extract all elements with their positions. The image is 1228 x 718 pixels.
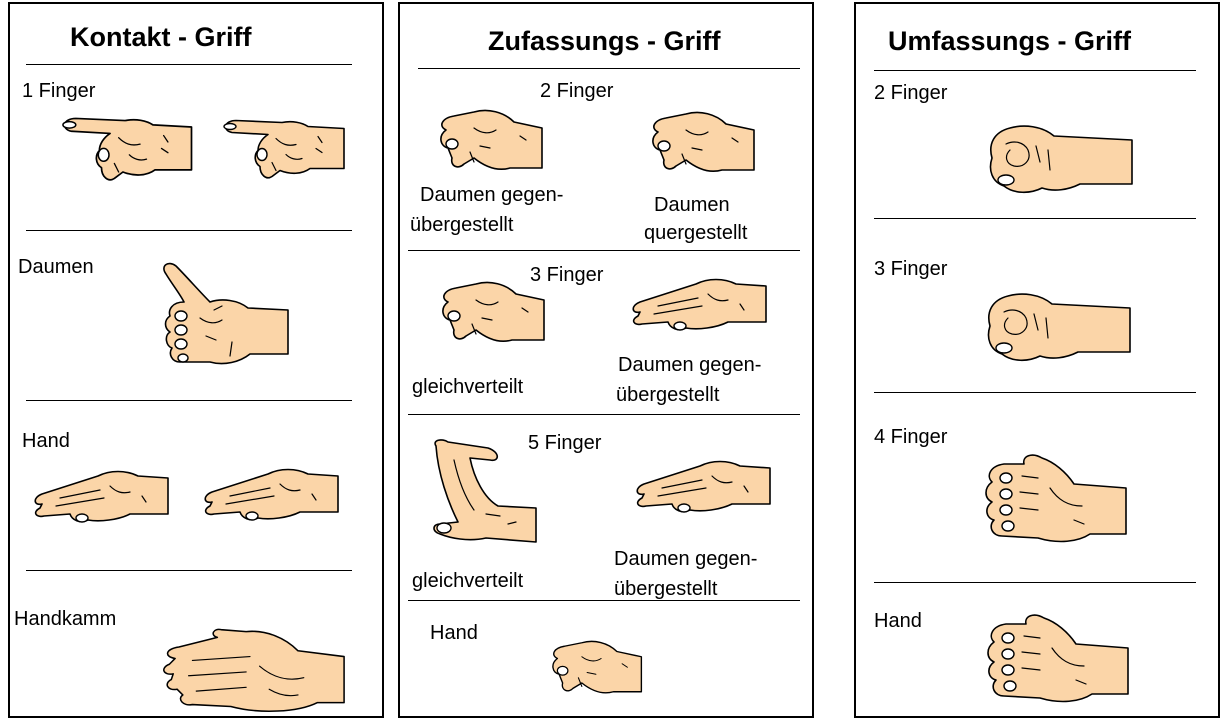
open-grip-hand-icon: [428, 438, 538, 548]
divider: [408, 250, 800, 251]
flat-hand-icon: [628, 276, 768, 336]
section-label-2-finger: 2 Finger: [540, 80, 613, 102]
flat-hand-icon: [30, 468, 170, 528]
divider: [26, 230, 352, 231]
pinch-hand-icon: [436, 274, 546, 354]
section-label-handkamm: Handkamm: [14, 608, 116, 630]
section-label-5-finger: 5 Finger: [528, 432, 601, 454]
divider: [874, 218, 1196, 219]
divider: [874, 582, 1196, 583]
fist-hand-icon: [980, 608, 1130, 708]
panel-umfassungs-griff: Umfassungs - Griff 2 Finger 3 Finger 4 F…: [854, 2, 1220, 718]
caption-daumen-gegenuebergestellt: Daumen gegen-: [618, 354, 761, 376]
caption-gleichverteilt: gleichverteilt: [412, 570, 523, 592]
thumbs-up-hand-icon: [150, 262, 290, 372]
section-label-hand: Hand: [430, 622, 478, 644]
hand-edge-icon: [150, 622, 350, 718]
divider: [26, 400, 352, 401]
section-label-4-finger: 4 Finger: [874, 426, 947, 448]
caption-daumen-gegenuebergestellt: übergestellt: [410, 214, 513, 236]
section-label-1-finger: 1 Finger: [22, 80, 95, 102]
fist-hand-icon: [984, 120, 1134, 200]
caption-daumen-gegenuebergestellt: Daumen gegen-: [420, 184, 563, 206]
section-label-2-finger: 2 Finger: [874, 82, 947, 104]
pinch-hand-icon: [434, 102, 544, 182]
caption-gleichverteilt: gleichverteilt: [412, 376, 523, 398]
caption-daumen-gegenuebergestellt: übergestellt: [616, 384, 719, 406]
fist-hand-icon: [978, 448, 1128, 548]
fist-hand-icon: [982, 288, 1132, 368]
panel-title: Zufassungs - Griff: [488, 26, 721, 57]
flat-hand-icon: [632, 458, 772, 518]
caption-daumen-gegenuebergestellt: übergestellt: [614, 578, 717, 600]
section-label-hand: Hand: [874, 610, 922, 632]
panel-zufassungs-griff: Zufassungs - Griff 2 Finger Daumen gegen…: [398, 2, 814, 718]
pointing-hand-icon: [216, 112, 346, 187]
panel-title: Umfassungs - Griff: [888, 26, 1131, 57]
section-label-3-finger: 3 Finger: [874, 258, 947, 280]
section-label-hand: Hand: [22, 430, 70, 452]
caption-daumen-quergestellt: quergestellt: [644, 222, 747, 244]
divider: [26, 570, 352, 571]
panel-kontakt-griff: Kontakt - Griff 1 Finger Daumen Hand Han…: [8, 2, 384, 718]
pinch-hand-icon: [646, 104, 756, 184]
panel-title: Kontakt - Griff: [70, 22, 252, 53]
caption-daumen-gegenuebergestellt: Daumen gegen-: [614, 548, 757, 570]
divider: [418, 68, 800, 69]
divider: [874, 392, 1196, 393]
flat-hand-icon: [200, 466, 340, 526]
pinch-hand-icon: [520, 634, 670, 704]
divider: [408, 600, 800, 601]
divider: [874, 70, 1196, 71]
divider: [408, 414, 800, 415]
pointing-hand-icon: [54, 112, 194, 187]
section-label-daumen: Daumen: [18, 256, 94, 278]
divider: [26, 64, 352, 65]
caption-daumen-quergestellt: Daumen: [654, 194, 730, 216]
